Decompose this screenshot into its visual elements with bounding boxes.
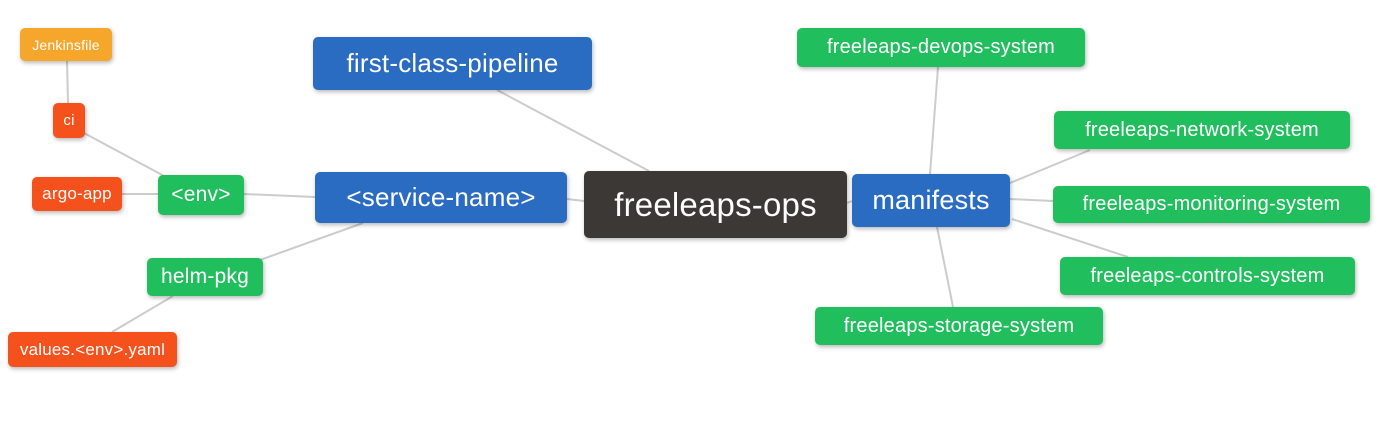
edge-freeleaps-ops-to-manifests	[846, 200, 853, 204]
edge-env-to-service-name	[243, 193, 316, 198]
node-freeleaps-ops[interactable]: freeleaps-ops	[584, 171, 847, 238]
node-freeleaps-monitoring-system[interactable]: freeleaps-monitoring-system	[1053, 186, 1370, 223]
node-env[interactable]: <env>	[158, 175, 244, 215]
node-ci[interactable]: ci	[53, 103, 85, 138]
node-argo-app[interactable]: argo-app	[32, 177, 122, 211]
edge-values-env-yaml-to-helm-pkg	[111, 295, 174, 333]
edge-service-name-to-freeleaps-ops	[566, 198, 585, 202]
node-manifests[interactable]: manifests	[852, 174, 1010, 227]
edge-first-class-pipeline-to-freeleaps-ops	[496, 89, 650, 172]
node-service-name[interactable]: <service-name>	[315, 172, 567, 223]
node-freeleaps-storage-system[interactable]: freeleaps-storage-system	[815, 307, 1103, 345]
node-freeleaps-controls-system[interactable]: freeleaps-controls-system	[1060, 257, 1355, 295]
node-jenkinsfile[interactable]: Jenkinsfile	[20, 28, 112, 61]
edge-service-name-to-helm-pkg	[259, 222, 364, 261]
node-freeleaps-devops-system[interactable]: freeleaps-devops-system	[797, 28, 1085, 67]
edge-manifests-to-freeleaps-storage-system	[936, 226, 954, 308]
edge-manifests-to-freeleaps-monitoring-system	[1009, 198, 1054, 202]
edge-manifests-to-freeleaps-devops-system	[929, 66, 939, 175]
node-freeleaps-network-system[interactable]: freeleaps-network-system	[1054, 111, 1350, 149]
edge-jenkinsfile-to-ci	[66, 60, 69, 104]
node-helm-pkg[interactable]: helm-pkg	[147, 258, 263, 296]
edge-ci-to-env	[83, 132, 167, 178]
edge-manifests-to-freeleaps-controls-system	[1011, 218, 1129, 258]
node-first-class-pipeline[interactable]: first-class-pipeline	[313, 37, 592, 90]
node-values-env-yaml[interactable]: values.<env>.yaml	[8, 332, 177, 367]
edge-manifests-to-freeleaps-network-system	[1009, 149, 1091, 184]
